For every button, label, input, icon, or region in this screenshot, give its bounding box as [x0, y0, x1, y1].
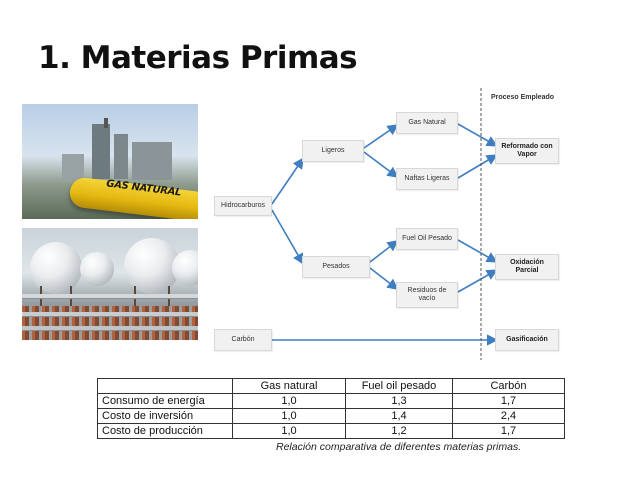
- table-cell: 1,0: [232, 393, 346, 409]
- table-header-row: Gas natural Fuel oil pesado Carbón: [97, 378, 565, 394]
- table-row-label: Costo de producción: [97, 423, 233, 439]
- table-header-cell: Fuel oil pesado: [345, 378, 453, 394]
- table-row: Consumo de energía 1,0 1,3 1,7: [97, 393, 565, 409]
- table-cell: 2,4: [452, 408, 565, 424]
- arrow-residuos-oxidacion: [457, 269, 498, 293]
- table-header-cell: [97, 378, 233, 394]
- node-residuos-line2: vacío: [418, 295, 436, 302]
- slide-title: 1. Materias Primas: [38, 40, 358, 76]
- arrow-hidrocarburos-pesados: [271, 209, 304, 265]
- table-header-cell: Carbón: [452, 378, 565, 394]
- table-cell: 1,7: [452, 423, 565, 439]
- node-oxidacion-line2: Parcial: [515, 267, 539, 274]
- table-cell: 1,2: [345, 423, 453, 439]
- table-cell: 1,0: [232, 423, 346, 439]
- node-carbon: Carbón: [214, 329, 272, 351]
- node-oxidacion-line1: Oxidación: [510, 258, 544, 266]
- table-row-label: Consumo de energía: [97, 393, 233, 409]
- arrow-hidrocarburos-ligeros: [271, 157, 304, 205]
- arrow-naftas-reformado: [457, 154, 498, 179]
- table-row: Costo de inversión 1,0 1,4 2,4: [97, 408, 565, 424]
- comparison-table: Gas natural Fuel oil pesado Carbón Consu…: [97, 378, 565, 439]
- table-cell: 1,0: [232, 408, 346, 424]
- process-header: Proceso Empleado: [491, 94, 555, 101]
- table-caption: Relación comparativa de diferentes mater…: [276, 441, 522, 453]
- node-naftas-ligeras: Naftas Ligeras: [396, 168, 458, 190]
- table-row: Costo de producción 1,0 1,2 1,7: [97, 423, 565, 439]
- node-hidrocarburos: Hidrocarburos: [214, 196, 272, 216]
- node-reformado-line1: Reformado con: [501, 142, 553, 150]
- node-reformado-vapor: Reformado con Vapor: [495, 138, 559, 164]
- node-gas-natural: Gas Natural: [396, 112, 458, 134]
- table-cell: 1,4: [345, 408, 453, 424]
- table-cell: 1,7: [452, 393, 565, 409]
- natural-gas-pipeline-photo: GAS NATURAL: [22, 104, 198, 219]
- node-gasificacion: Gasificación: [495, 329, 559, 351]
- node-fuel-oil-pesado: Fuel Oil Pesado: [396, 228, 458, 250]
- arrow-ligeros-naftas: [363, 151, 399, 178]
- gas-tanks-photo: [22, 228, 198, 340]
- node-residuos-vacio: Residuos de vacío: [396, 282, 458, 308]
- arrow-pesados-residuos: [369, 267, 399, 290]
- node-reformado-line2: Vapor: [517, 151, 537, 158]
- table-cell: 1,3: [345, 393, 453, 409]
- table-header-cell: Gas natural: [232, 378, 346, 394]
- node-oxidacion-parcial: Oxidación Parcial: [495, 254, 559, 280]
- node-pesados: Pesados: [302, 256, 370, 278]
- arrow-pesados-fuel-oil: [369, 240, 399, 263]
- arrow-ligeros-gas-natural: [363, 124, 399, 149]
- node-residuos-line1: Residuos de: [407, 286, 447, 294]
- arrow-gas-natural-reformado: [457, 123, 498, 147]
- table-row-label: Costo de inversión: [97, 408, 233, 424]
- arrow-fuel-oil-oxidacion: [457, 239, 498, 263]
- node-ligeros: Ligeros: [302, 140, 364, 162]
